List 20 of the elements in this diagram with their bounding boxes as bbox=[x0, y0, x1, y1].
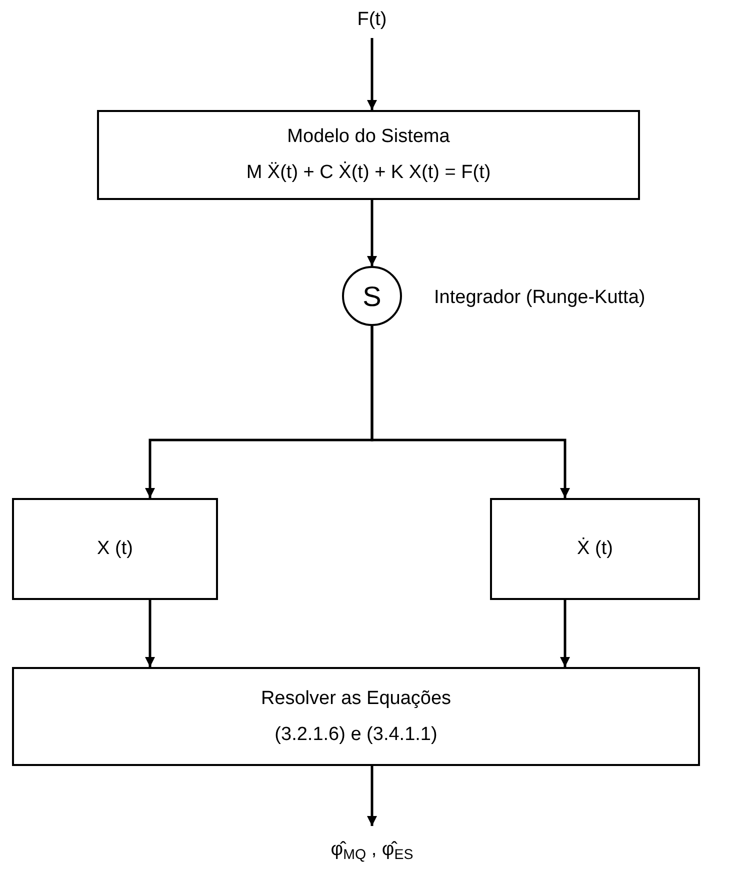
arrow bbox=[367, 38, 377, 110]
signal-label: φ̂$_{MQ}$ , φ̂$_{ES}$ bbox=[330, 838, 414, 862]
process-box bbox=[97, 110, 640, 200]
box-title: X (t) bbox=[97, 537, 133, 561]
process-box bbox=[12, 498, 218, 600]
arrow bbox=[370, 326, 570, 498]
signal-label: F(t) bbox=[357, 8, 387, 32]
process-box bbox=[490, 498, 700, 600]
arrow bbox=[145, 600, 155, 667]
arrow bbox=[367, 200, 377, 266]
integrator-caption: Integrador (Runge-Kutta) bbox=[434, 286, 646, 310]
arrow bbox=[560, 600, 570, 667]
box-text: (3.2.1.6) e (3.4.1.1) bbox=[274, 722, 438, 746]
box-title: Resolver as Equações bbox=[260, 686, 452, 710]
process-box bbox=[12, 667, 700, 766]
box-title: Ẋ (t) bbox=[577, 537, 613, 561]
arrow bbox=[367, 766, 377, 826]
circle-label: S bbox=[362, 280, 382, 314]
box-text: M Ẍ(t) + C Ẋ(t) + K X(t) = F(t) bbox=[246, 161, 491, 185]
box-title: Modelo do Sistema bbox=[287, 125, 450, 149]
